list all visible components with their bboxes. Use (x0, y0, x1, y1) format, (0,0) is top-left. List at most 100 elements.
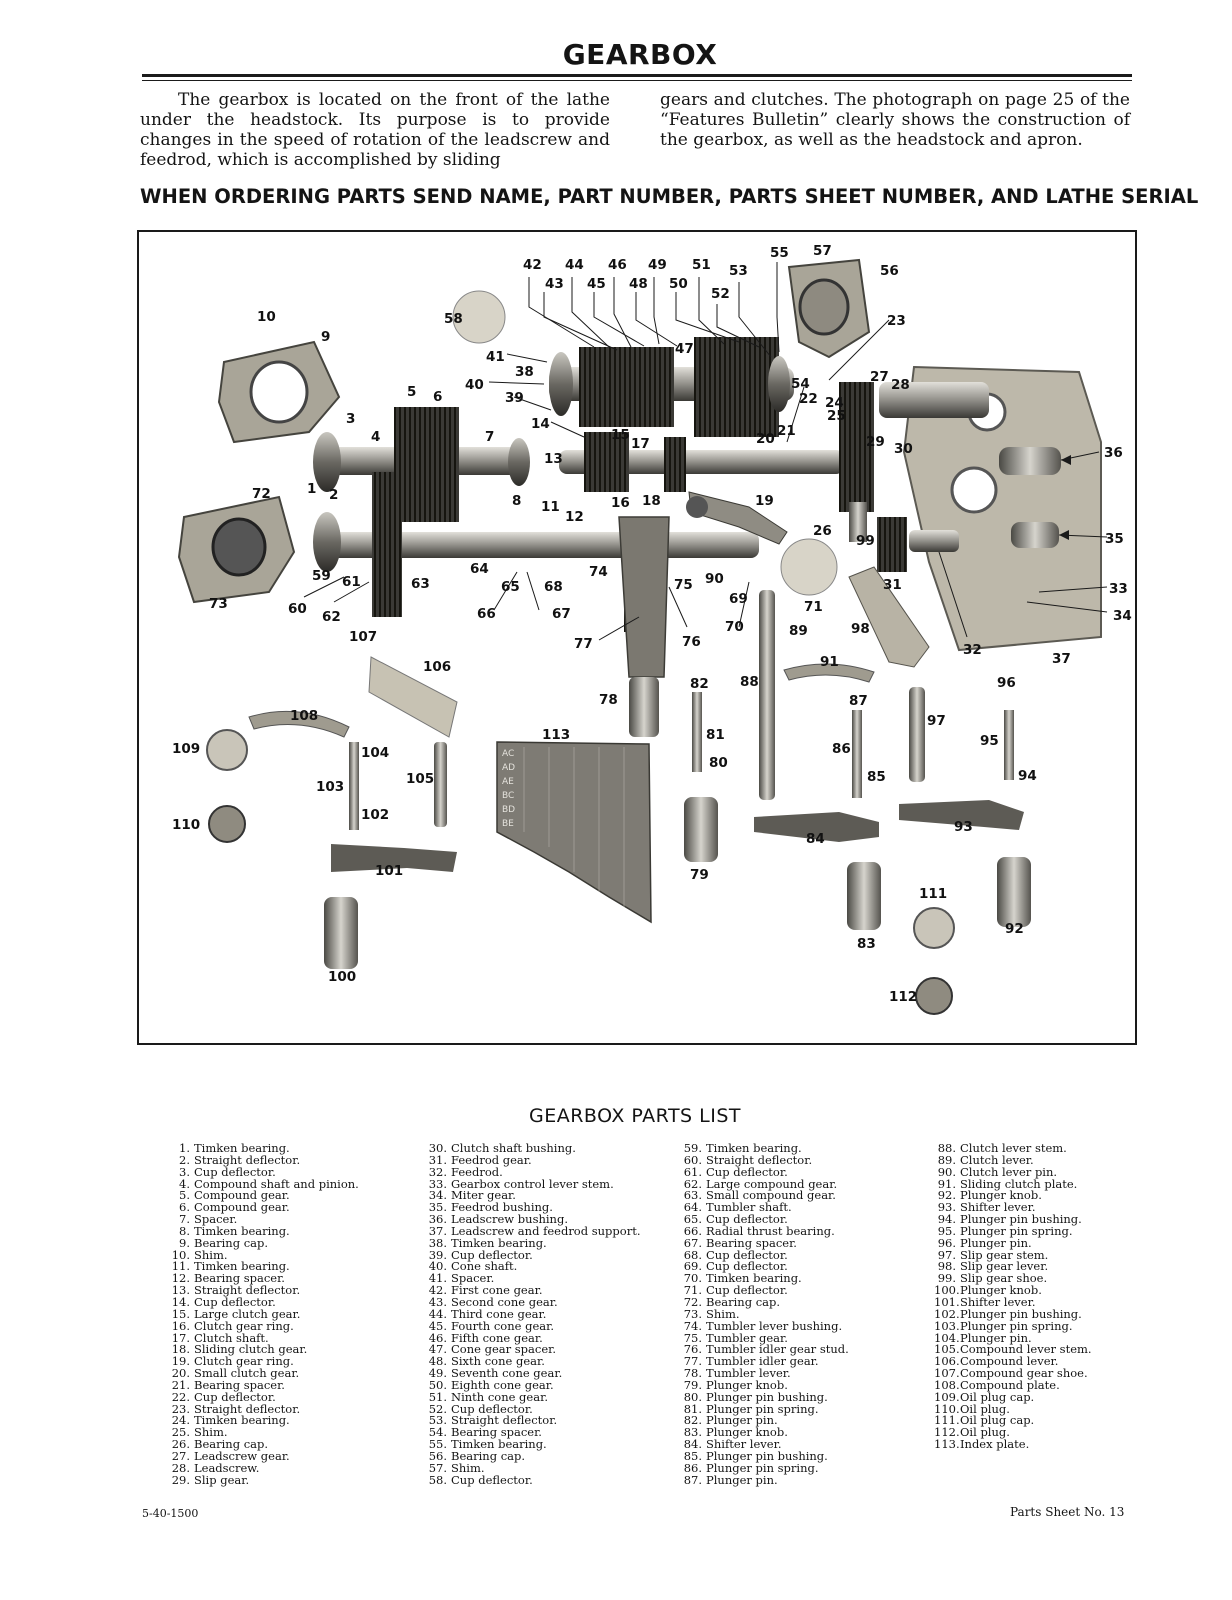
part-entry: 104.Plunger pin. (934, 1330, 1032, 1345)
callout-113: 113 (542, 727, 571, 743)
part-entry: 103.Plunger pin spring. (934, 1318, 1073, 1333)
part-entry: 43.Second cone gear. (428, 1294, 558, 1309)
part-entry: 64.Tumbler shaft. (683, 1200, 792, 1215)
callout-9: 9 (321, 329, 331, 345)
part-entry: 98.Slip gear lever. (937, 1259, 1049, 1274)
callout-77: 77 (574, 636, 593, 652)
part-entry: 83.Plunger knob. (683, 1425, 788, 1440)
callout-67: 67 (552, 606, 571, 622)
index-plate-label: AC (502, 749, 514, 759)
callout-106: 106 (423, 659, 452, 675)
title-rule-thin (142, 80, 1132, 81)
callout-92: 92 (1005, 921, 1024, 937)
callout-5: 5 (407, 384, 417, 400)
ordering-note: WHEN ORDERING PARTS SEND NAME, PART NUMB… (140, 185, 1199, 208)
part-entry: 65.Cup deflector. (683, 1212, 788, 1227)
part-entry: 46.Fifth cone gear. (428, 1330, 543, 1345)
parts-list-column-1: 1.Timken bearing. 2.Straight deflector. … (168, 1142, 359, 1486)
part-entry: 71.Cup deflector. (683, 1283, 788, 1298)
callout-61: 61 (342, 574, 361, 590)
part-entry: 36.Leadscrew bushing. (428, 1212, 568, 1227)
callout-58: 58 (444, 311, 463, 327)
callout-66: 66 (477, 606, 496, 622)
part-entry: 58.Cup deflector. (428, 1472, 533, 1487)
callout-112: 112 (889, 989, 918, 1005)
callout-32: 32 (963, 642, 982, 658)
callout-43: 43 (545, 276, 564, 292)
part-entry: 97.Slip gear stem. (937, 1247, 1049, 1262)
callout-29: 29 (866, 434, 885, 450)
callout-90: 90 (705, 571, 724, 587)
callout-87: 87 (849, 693, 868, 709)
part-entry: 68.Cup deflector. (683, 1247, 788, 1262)
callout-10: 10 (257, 309, 276, 325)
part-entry: 111.Oil plug cap. (934, 1413, 1035, 1428)
part-entry: 79.Plunger knob. (683, 1377, 788, 1392)
part-entry: 106.Compound lever. (934, 1354, 1059, 1369)
callout-99: 99 (856, 533, 875, 549)
part-entry: 108.Compound plate. (934, 1377, 1060, 1392)
callout-30: 30 (894, 441, 913, 457)
part-entry: 76.Tumbler idler gear stud. (683, 1342, 849, 1357)
part-entry: 73.Shim. (683, 1306, 740, 1321)
footer-print-code: 5-40-1500 (142, 1507, 199, 1520)
callout-33: 33 (1109, 581, 1128, 597)
part-entry: 60.Straight deflector. (683, 1152, 813, 1167)
part-entry: 30.Clutch shaft bushing. (428, 1141, 576, 1155)
callout-28: 28 (891, 377, 910, 393)
callout-102: 102 (361, 807, 390, 823)
part-entry: 109.Oil plug cap. (934, 1389, 1035, 1404)
callout-105: 105 (406, 771, 435, 787)
part-entry: 50.Eighth cone gear. (428, 1377, 554, 1392)
part-entry: 10.Shim. (171, 1247, 228, 1262)
callout-15: 15 (611, 427, 630, 443)
part-entry: 32.Feedrod. (428, 1164, 503, 1179)
parts-list-column-4: 88.Clutch lever stem. 89.Clutch lever. 9… (934, 1141, 1092, 1451)
callout-1: 1 (307, 481, 317, 497)
callout-52: 52 (711, 286, 730, 302)
callout-98: 98 (851, 621, 870, 637)
callout-65: 65 (501, 579, 520, 595)
callout-20: 20 (756, 431, 775, 447)
part-entry: 99.Slip gear shoe. (937, 1271, 1048, 1286)
callout-2: 2 (329, 487, 339, 503)
part-entry: 86.Plunger pin spring. (683, 1460, 819, 1475)
callout-24: 24 (825, 395, 844, 411)
part-entry: 54.Bearing spacer. (428, 1425, 542, 1440)
callout-26: 26 (813, 523, 832, 539)
part-entry: 2.Straight deflector. (179, 1152, 301, 1167)
callout-86: 86 (832, 741, 851, 757)
callout-97: 97 (927, 713, 946, 729)
part-entry: 92.Plunger knob. (937, 1188, 1042, 1203)
part-entry: 85.Plunger pin bushing. (683, 1448, 828, 1463)
part-entry: 55.Timken bearing. (428, 1437, 547, 1452)
callout-60: 60 (288, 601, 307, 617)
callout-11: 11 (541, 499, 560, 515)
part-entry: 23.Straight deflector. (171, 1401, 301, 1416)
part-entry: 88.Clutch lever stem. (937, 1141, 1067, 1155)
part-entry: 15.Large clutch gear. (171, 1306, 301, 1321)
part-entry: 19.Clutch gear ring. (171, 1354, 294, 1369)
part-entry: 37.Leadscrew and feedrod support. (428, 1223, 641, 1238)
part-entry: 89.Clutch lever. (937, 1152, 1034, 1167)
callout-16: 16 (611, 495, 630, 511)
callout-63: 63 (411, 576, 430, 592)
callout-23: 23 (887, 313, 906, 329)
part-entry: 70.Timken bearing. (683, 1271, 802, 1286)
part-entry: 27.Leadscrew gear. (171, 1448, 290, 1463)
callout-25: 25 (827, 408, 846, 424)
callout-19: 19 (755, 493, 774, 509)
callout-82: 82 (690, 676, 709, 692)
part-entry: 110.Oil plug. (934, 1401, 1010, 1416)
part-entry: 42.First cone gear. (428, 1283, 543, 1298)
part-entry: 22.Cup deflector. (171, 1389, 276, 1404)
part-entry: 51.Ninth cone gear. (428, 1389, 548, 1404)
callout-74: 74 (589, 564, 608, 580)
callout-50: 50 (669, 276, 688, 292)
callout-83: 83 (857, 936, 876, 952)
part-entry: 96.Plunger pin. (937, 1235, 1032, 1250)
callout-108: 108 (290, 708, 319, 724)
callout-46: 46 (608, 257, 627, 273)
intro-left-column: The gearbox is located on the front of t… (140, 90, 610, 170)
callout-103: 103 (316, 779, 345, 795)
